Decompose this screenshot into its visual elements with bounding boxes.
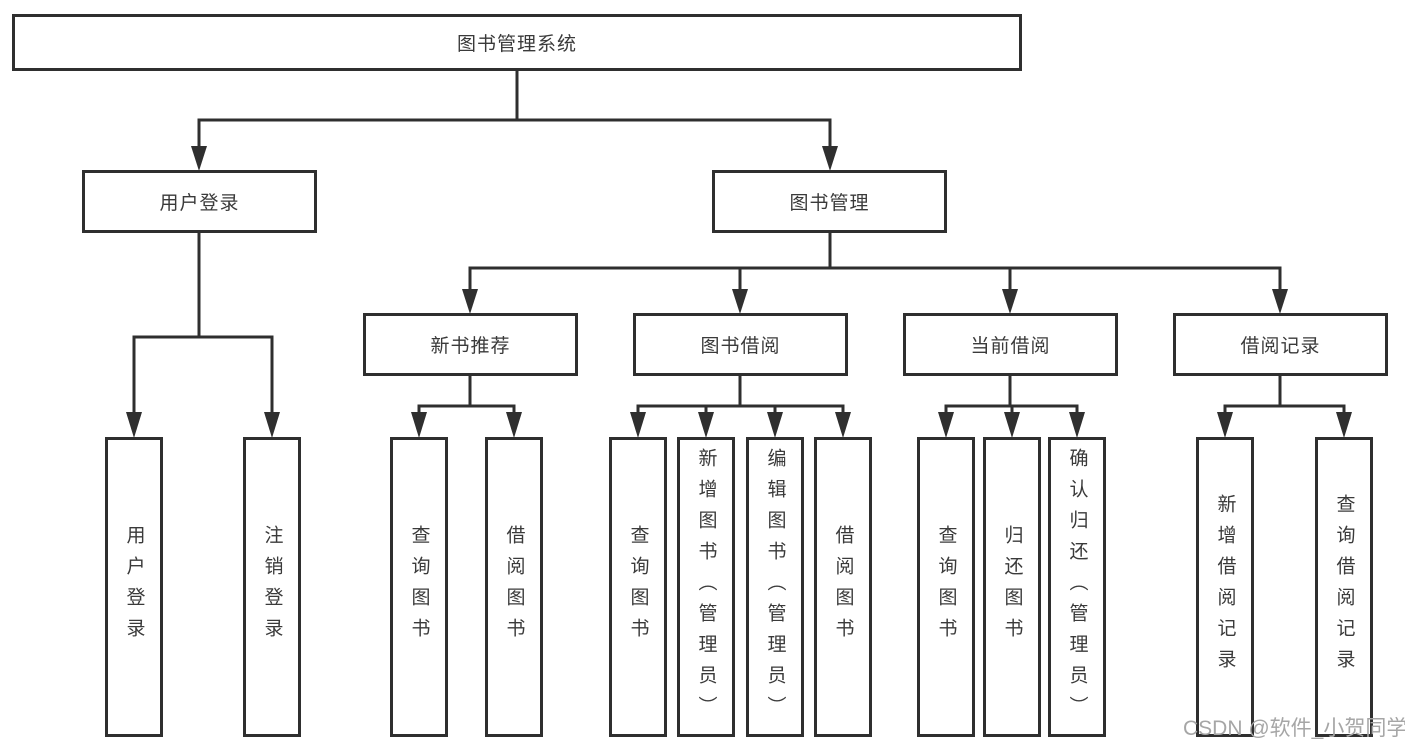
connector-borrow-rec — [1223, 376, 1346, 416]
node-label: 编辑图书（管理员） — [764, 447, 786, 727]
node-label: 图书管理 — [789, 193, 870, 214]
node-book-borrowing: 图书借阅 — [633, 313, 848, 376]
leaf-borrow-books-recommend: 借阅图书 — [485, 437, 543, 737]
node-label: 图书管理系统 — [456, 34, 577, 55]
node-label: 新增图书（管理员） — [695, 447, 717, 727]
node-label: 用户登录 — [123, 525, 145, 649]
leaf-query-books-current: 查询图书 — [917, 437, 975, 737]
leaf-return-book: 归还图书 — [983, 437, 1041, 737]
node-label: 查询图书 — [935, 525, 957, 649]
node-label: 注销登录 — [261, 525, 283, 649]
node-label: 确认归还（管理员） — [1066, 447, 1088, 727]
connector-new-book — [417, 376, 516, 416]
node-system-root: 图书管理系统 — [12, 14, 1022, 71]
connector-cur-borrow — [944, 376, 1079, 416]
node-book-management: 图书管理 — [712, 170, 947, 233]
node-label: 借阅图书 — [503, 525, 525, 649]
leaf-user-login: 用户登录 — [105, 437, 163, 737]
node-current-borrowing: 当前借阅 — [903, 313, 1118, 376]
leaf-borrow-books: 借阅图书 — [814, 437, 872, 737]
node-label: 借阅图书 — [832, 525, 854, 649]
node-label: 查询图书 — [627, 525, 649, 649]
node-user-login: 用户登录 — [82, 170, 317, 233]
leaf-edit-book-admin: 编辑图书（管理员） — [746, 437, 804, 737]
node-label: 新书推荐 — [430, 336, 511, 357]
node-label: 用户登录 — [159, 193, 240, 214]
leaf-logout: 注销登录 — [243, 437, 301, 737]
connector-root — [197, 70, 832, 150]
leaf-query-books-recommend: 查询图书 — [390, 437, 448, 737]
leaf-query-borrow-record: 查询借阅记录 — [1315, 437, 1373, 737]
node-label: 借阅记录 — [1240, 336, 1321, 357]
node-new-book-recommendation: 新书推荐 — [363, 313, 578, 376]
leaf-confirm-return-admin: 确认归还（管理员） — [1048, 437, 1106, 737]
connector-book-borrow — [636, 376, 845, 416]
node-label: 查询借阅记录 — [1333, 494, 1355, 680]
connector-user-login — [132, 233, 274, 416]
node-label: 新增借阅记录 — [1214, 494, 1236, 680]
leaf-add-book-admin: 新增图书（管理员） — [677, 437, 735, 737]
connector-book-mgmt — [468, 233, 1282, 292]
node-borrowing-records: 借阅记录 — [1173, 313, 1388, 376]
csdn-watermark: CSDN @软件_小贺同学 — [1183, 717, 1405, 740]
node-label: 查询图书 — [408, 525, 430, 649]
leaf-query-books-borrow: 查询图书 — [609, 437, 667, 737]
node-label: 当前借阅 — [970, 336, 1051, 357]
leaf-add-borrow-record: 新增借阅记录 — [1196, 437, 1254, 737]
node-label: 图书借阅 — [700, 336, 781, 357]
node-label: 归还图书 — [1001, 525, 1023, 649]
